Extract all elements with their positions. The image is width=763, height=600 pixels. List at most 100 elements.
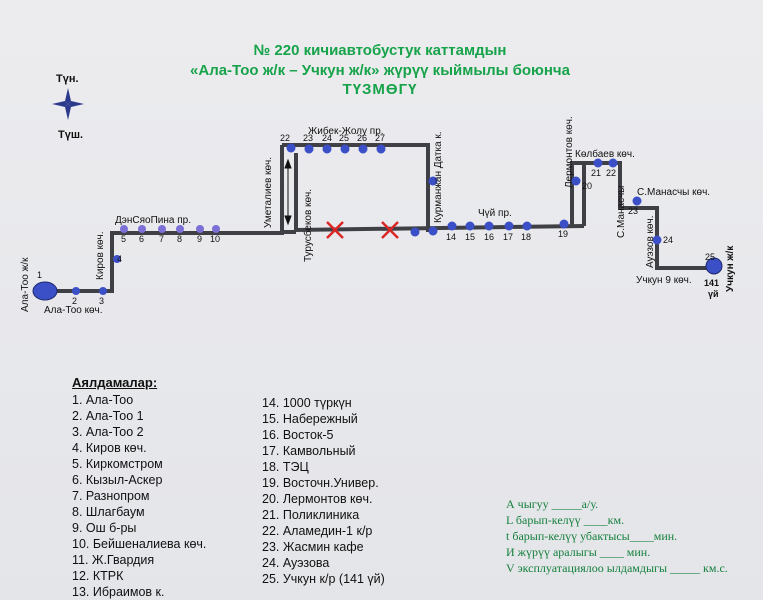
stop-number: 25 — [705, 252, 715, 262]
street-label: Учкун 9 көч. — [636, 275, 692, 286]
street-label: Ала-Тоо көч. — [44, 305, 103, 316]
stop-list-item: 17. Камвольный — [262, 444, 356, 458]
stop-list-item: 24. Ауэзова — [262, 556, 330, 570]
stop-list-item: 16. Восток-5 — [262, 428, 334, 442]
street-label: Киров көч. — [95, 231, 106, 280]
stop-number: 16 — [484, 232, 494, 242]
stop-number: 9 — [197, 234, 202, 244]
final-stop-label: үй — [708, 289, 719, 299]
stop-marker[interactable] — [212, 225, 220, 233]
stop-number: 23 — [628, 206, 638, 216]
stop-marker[interactable] — [571, 176, 581, 186]
stop-number: 27 — [375, 133, 385, 143]
compass-north-label: Түн. — [56, 73, 79, 85]
route-info-block: А чыгуу _____а/у. L барып-келүү ____км. … — [506, 496, 728, 576]
stop-number: 20 — [582, 181, 592, 191]
stop-marker[interactable] — [358, 144, 368, 154]
stop-marker[interactable] — [652, 235, 662, 245]
stop-list-item: 6. Кызыл-Аскер — [72, 473, 163, 487]
title-line-2: «Ала-Тоо ж/к – Учкун ж/к» жүрүү кыймылы … — [190, 62, 570, 79]
stop-marker[interactable] — [608, 158, 618, 168]
stops-list-col2: 14. 1000 түркүн 15. Набережный 16. Восто… — [262, 395, 385, 587]
street-label: Уметалиев көч. — [263, 157, 274, 228]
stop-list-item: 11. Ж.Гвардия — [72, 553, 155, 567]
stop-list-item: 23. Жасмин кафе — [262, 540, 364, 554]
stop-marker-terminal-25[interactable] — [705, 257, 723, 275]
street-labels: Ала-Тоо ж/к Ала-Тоо көч. Киров көч. ДэнС… — [20, 116, 736, 316]
stop-number: 5 — [121, 234, 126, 244]
street-label: Жибек-Жолу пр. — [308, 125, 384, 137]
stop-marker[interactable] — [99, 287, 107, 295]
stop-number: 14 — [446, 232, 456, 242]
route-line — [45, 143, 714, 293]
stop-marker[interactable] — [138, 225, 146, 233]
stop-list-item: 18. ТЭЦ — [262, 460, 309, 474]
direction-arrow-icon — [284, 158, 292, 226]
stop-marker[interactable] — [593, 158, 603, 168]
stop-marker[interactable] — [465, 221, 475, 231]
street-label: Курманжан Датка к. — [433, 131, 444, 223]
stop-marker[interactable] — [72, 287, 80, 295]
street-label: Турусбеков көч. — [302, 189, 314, 262]
stop-number: 4 — [117, 254, 122, 264]
info-line: А чыгуу _____а/у. — [506, 497, 599, 511]
street-label: С.Манасчы көч. — [637, 187, 710, 198]
stop-marker[interactable] — [196, 225, 204, 233]
info-line: L барып-келүү ____км. — [506, 513, 625, 527]
stop-marker[interactable] — [410, 227, 420, 237]
stop-list-item: 25. Учкун к/р (141 үй) — [262, 572, 385, 586]
stop-marker[interactable] — [120, 225, 128, 233]
stop-marker[interactable] — [428, 226, 438, 236]
stop-marker[interactable] — [176, 225, 184, 233]
stop-marker[interactable] — [632, 196, 642, 206]
stop-marker[interactable] — [158, 225, 166, 233]
stop-marker[interactable] — [447, 221, 457, 231]
street-label: ДэнСяоПина пр. — [115, 215, 191, 226]
stop-number: 23 — [303, 133, 313, 143]
stop-number: 3 — [99, 296, 104, 306]
title-line-3: ТҮЗМӨГҮ — [342, 81, 418, 98]
street-label: Лермонтов көч. — [564, 116, 575, 188]
stop-marker[interactable] — [340, 144, 350, 154]
stop-number: 17 — [503, 232, 513, 242]
stop-list-item: 9. Ош б-ры — [72, 521, 137, 535]
street-label: С.Манасчы — [616, 186, 627, 238]
stop-number: 22 — [280, 133, 290, 143]
closed-road-icon — [381, 221, 399, 239]
compass-south-label: Түш. — [58, 129, 83, 141]
stop-list-item: 10. Бейшеналиева көч. — [72, 537, 207, 551]
stop-marker[interactable] — [113, 255, 121, 263]
stop-marker[interactable] — [559, 219, 569, 229]
stop-marker[interactable] — [428, 176, 438, 186]
stop-marker-terminal-1[interactable] — [32, 281, 58, 301]
street-label: Чүй пр. — [478, 208, 512, 219]
stop-marker[interactable] — [522, 221, 532, 231]
stop-number: 21 — [591, 168, 601, 178]
stop-marker[interactable] — [376, 144, 386, 154]
stop-number: 15 — [465, 232, 475, 242]
stop-list-item: 14. 1000 түркүн — [262, 396, 352, 410]
street-label: Ауэзов көч. — [645, 216, 656, 269]
stop-list-item: 2. Ала-Тоо 1 — [72, 409, 144, 423]
stop-marker[interactable] — [304, 144, 314, 154]
stop-marker[interactable] — [322, 144, 332, 154]
stop-marker[interactable] — [484, 221, 494, 231]
stop-number: 6 — [139, 234, 144, 244]
stop-number: 1 — [37, 270, 42, 280]
stop-number: 26 — [357, 133, 367, 143]
street-label: Учкун ж/к — [725, 245, 736, 292]
stop-list-item: 22. Аламедин-1 к/р — [262, 524, 373, 538]
stop-number: 25 — [339, 133, 349, 143]
final-stop-label: 141 — [704, 278, 719, 288]
stop-list-item: 13. Ибраимов к. — [72, 585, 165, 599]
stop-marker[interactable] — [504, 221, 514, 231]
stop-number: 10 — [210, 234, 220, 244]
stops-list-col1: Аялдамалар: 1. Ала-Тоо 2. Ала-Тоо 1 3. А… — [72, 375, 206, 600]
stop-marker[interactable] — [286, 143, 296, 153]
stop-number: 18 — [521, 232, 531, 242]
title-line-1: № 220 кичиавтобустук каттамдын — [253, 42, 507, 59]
stop-list-item: 12. КТРК — [72, 569, 124, 583]
stop-list-item: 1. Ала-Тоо — [72, 393, 134, 407]
stop-list-item: 19. Восточн.Универ. — [262, 476, 379, 490]
